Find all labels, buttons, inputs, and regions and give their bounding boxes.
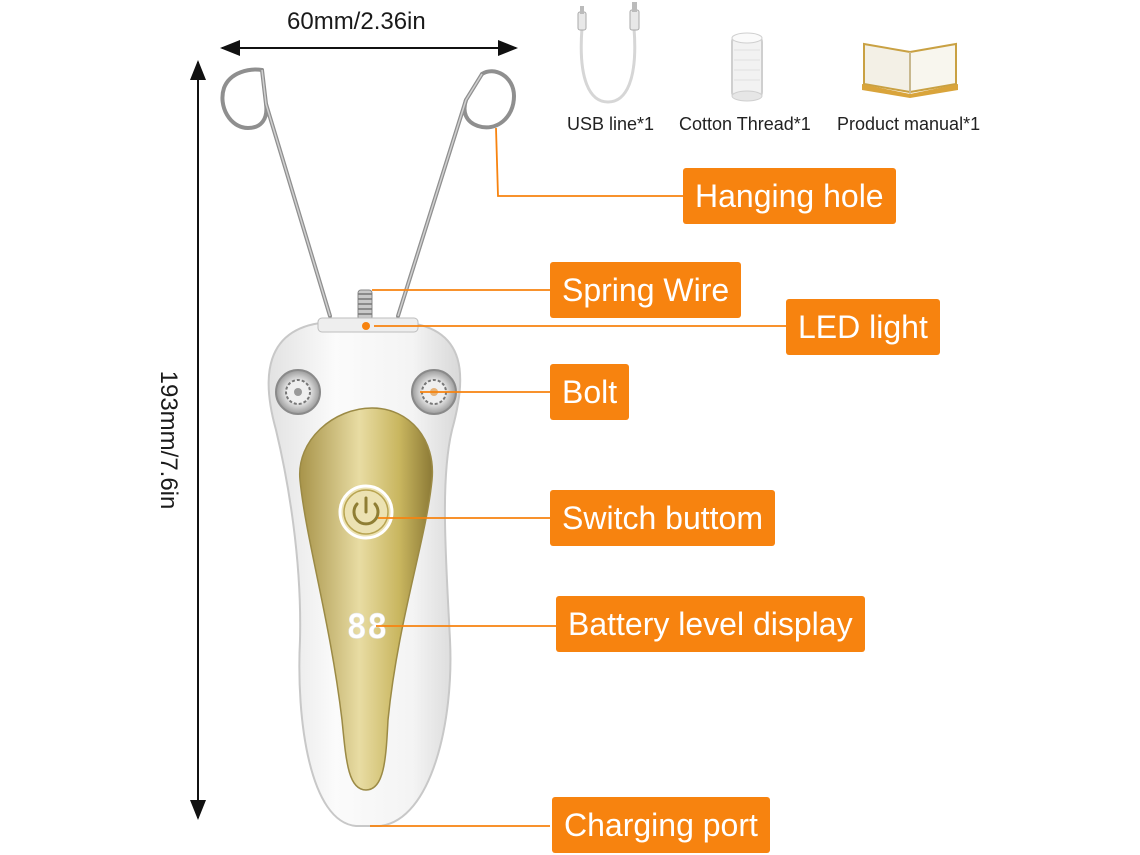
power-button-icon <box>338 484 394 540</box>
thread-spool-icon <box>731 32 763 102</box>
gold-panel <box>299 407 434 791</box>
usb-cable-icon <box>577 2 640 104</box>
callout-spring-wire: Spring Wire <box>550 262 742 318</box>
height-dimension-label: 193mm/7.6in <box>155 370 182 510</box>
accessory-label-usb: USB line*1 <box>567 114 655 134</box>
callout-bolt: Bolt <box>550 364 630 420</box>
accessory-label-manual: Product manual*1 <box>837 114 981 134</box>
callout-hanging-hole: Hanging hole <box>683 168 896 224</box>
callout-battery-display: Battery level display <box>556 596 865 652</box>
leader-lines <box>370 127 786 827</box>
width-dimension-label: 60mm/2.36in <box>287 8 426 35</box>
callout-switch-button: Switch buttom <box>550 490 775 546</box>
battery-display-text: 88 <box>347 607 388 647</box>
bolt-left <box>275 369 321 415</box>
open-book-icon <box>862 42 958 98</box>
led-dot <box>362 322 370 330</box>
spring-wire-part <box>357 289 373 321</box>
callout-charging-port: Charging port <box>552 797 770 853</box>
accessory-label-thread: Cotton Thread*1 <box>679 114 811 134</box>
callout-led-light: LED light <box>786 299 940 355</box>
